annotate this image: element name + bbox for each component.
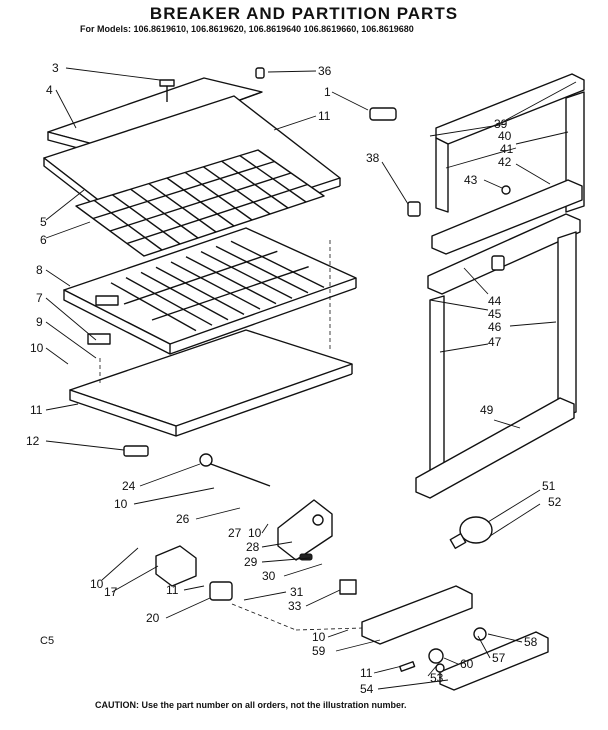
callout-27: 27 — [228, 526, 242, 540]
grid-bar — [215, 245, 309, 294]
callout-11d: 11 — [360, 666, 373, 680]
base-grille-part — [231, 585, 549, 691]
callout-58: 58 — [524, 635, 538, 649]
callout-4: 4 — [46, 83, 53, 97]
callout-57: 57 — [492, 651, 506, 665]
grid-bar — [155, 266, 245, 316]
callout-3: 3 — [52, 61, 59, 75]
callout-10e: 10 — [312, 630, 326, 644]
clip-part — [255, 67, 265, 79]
callout-45: 45 — [488, 307, 502, 321]
callout-49: 49 — [480, 403, 494, 417]
middle-tray-part — [63, 227, 357, 355]
grid-bar — [151, 266, 309, 321]
hinge-part — [369, 107, 511, 271]
callout-26: 26 — [176, 512, 190, 526]
callout-8: 8 — [36, 263, 43, 277]
grid-bar — [200, 250, 293, 299]
callout-53: 53 — [430, 671, 444, 685]
callout-39: 39 — [494, 117, 508, 131]
lower-panel-part — [69, 240, 353, 437]
gasket-top-part — [431, 73, 585, 255]
grid-bar — [230, 240, 325, 289]
grid-bar — [92, 160, 275, 220]
grid-bar — [185, 256, 277, 305]
callout-10a: 10 — [30, 341, 44, 355]
callout-10c: 10 — [248, 526, 262, 540]
callout-10d: 10 — [90, 577, 104, 591]
callout-59: 59 — [312, 644, 326, 658]
figure-code: C5 — [40, 635, 55, 647]
grid-bar — [123, 250, 278, 305]
callout-24: 24 — [122, 479, 136, 493]
callout-11a: 11 — [318, 109, 331, 123]
callout-1: 1 — [324, 85, 331, 99]
callout-46: 46 — [488, 320, 502, 334]
cap-screw-part — [159, 79, 175, 102]
callout-12: 12 — [26, 434, 40, 448]
callout-52: 52 — [548, 495, 562, 509]
callout-36: 36 — [318, 64, 332, 78]
grid-bar — [109, 172, 292, 232]
grid-bar — [125, 276, 213, 326]
callout-54: 54 — [360, 682, 374, 696]
callout-5: 5 — [40, 215, 47, 229]
callout-42: 42 — [498, 155, 512, 169]
light-bulb-part — [449, 516, 493, 550]
callout-20: 20 — [146, 611, 160, 625]
callout-41: 41 — [500, 142, 514, 156]
callout-31: 31 — [290, 585, 304, 599]
callout-38: 38 — [366, 151, 380, 165]
callout-40: 40 — [498, 129, 512, 143]
grid-bar — [126, 183, 308, 245]
callout-47: 47 — [488, 335, 502, 349]
callout-9: 9 — [36, 315, 43, 329]
callout-30: 30 — [262, 569, 276, 583]
grid-bar — [140, 271, 229, 321]
callout-33: 33 — [288, 599, 302, 613]
callout-29: 29 — [244, 555, 258, 569]
thermostat-part — [199, 453, 333, 561]
model-list: For Models: 106.8619610, 106.8619620, 10… — [80, 24, 414, 34]
callout-28: 28 — [246, 540, 260, 554]
callout-44: 44 — [488, 294, 502, 308]
switch-bracket-part — [155, 545, 357, 601]
callout-10b: 10 — [114, 497, 128, 511]
callout-7: 7 — [36, 291, 43, 305]
gasket-bottom-part — [415, 213, 581, 499]
grid-bar — [170, 261, 261, 310]
latch-part — [123, 445, 149, 457]
callout-6: 6 — [40, 233, 47, 247]
caution-note: CAUTION: Use the part number on all orde… — [95, 700, 407, 710]
callout-51: 51 — [542, 479, 556, 493]
grid-bar — [110, 282, 197, 332]
leader-lines — [45, 67, 577, 690]
callout-17: 17 — [104, 585, 118, 599]
callout-43: 43 — [464, 173, 478, 187]
grid-shelf-part — [75, 149, 325, 257]
diagram-title: BREAKER AND PARTITION PARTS — [149, 4, 459, 23]
callout-11c: 11 — [166, 583, 179, 597]
callout-11b: 11 — [30, 403, 43, 417]
callout-60: 60 — [460, 657, 474, 671]
callout-labels: 3 36 4 1 11 39 40 41 42 38 43 5 6 8 7 9 … — [26, 61, 562, 696]
